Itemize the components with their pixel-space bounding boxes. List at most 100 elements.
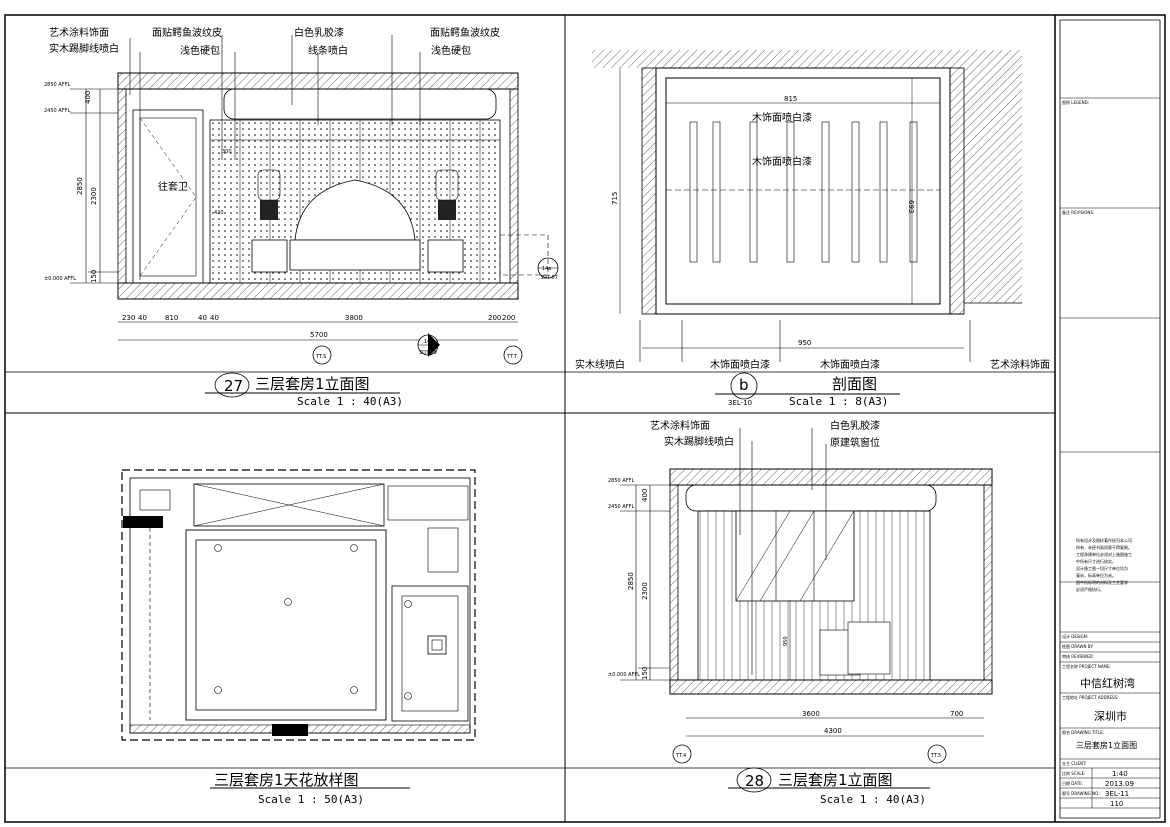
bottom-label-1: 实木线喷白 xyxy=(575,358,625,371)
tb-client-label: 业主 CLIENT: xyxy=(1062,760,1086,766)
callout-soft-panel-1: 浅色硬包 xyxy=(180,44,220,57)
title-bubble-27 xyxy=(214,372,250,398)
level-28-2450: 2450 AFFL xyxy=(608,504,634,510)
dim-28-150: 150 xyxy=(641,667,649,680)
sheet-border xyxy=(4,14,1166,823)
cabinet-frame xyxy=(665,77,941,305)
elevation-27 xyxy=(70,35,559,398)
bottom-label-2: 木饰面喷白漆 xyxy=(710,358,770,371)
tb-design: 设计 DESIGN: xyxy=(1062,633,1088,639)
tb-project-name: 中信红树湾 xyxy=(1080,676,1135,690)
panel-27-scale: Scale 1 : 40(A3) xyxy=(297,395,403,408)
callout-art-coating: 艺术涂料饰面 xyxy=(49,26,109,39)
dim-200a: 200 xyxy=(488,314,501,322)
dim-28-950: 950 xyxy=(783,636,789,646)
axis-marker-28-right xyxy=(927,744,947,764)
tb-drawn: 绘图 DRAWN BY: xyxy=(1062,643,1094,649)
tick-420: 420 xyxy=(214,210,224,216)
tb-address: 深圳市 xyxy=(1094,709,1127,723)
panel-27-number: 27 xyxy=(224,377,243,395)
panel-28-title: 三层套房1立面图 xyxy=(778,771,893,789)
dim-28-3600: 3600 xyxy=(802,710,820,718)
level-2450: 2450 AFFL xyxy=(44,108,70,114)
door-label: 往套卫 xyxy=(158,180,188,193)
dim-2300: 2300 xyxy=(90,187,98,205)
dim-200b: 200 xyxy=(502,314,515,322)
dim-40a: 40 xyxy=(138,314,147,322)
title-bubble-28 xyxy=(736,767,772,793)
axis-28-left-label: TT.4 xyxy=(675,753,686,759)
panel-27-title: 三层套房1立面图 xyxy=(255,375,370,393)
tb-checked: 审核 REVIEWED: xyxy=(1062,653,1094,659)
dim-40c: 40 xyxy=(210,314,219,322)
ceiling-plan xyxy=(121,469,476,789)
panel-b-scale: Scale 1 : 8(A3) xyxy=(789,395,888,408)
inner-label-2: 木饰面喷白漆 xyxy=(752,155,812,168)
marker-14a-sheet: 3DT-07 xyxy=(540,275,558,281)
dim-815: 815 xyxy=(784,95,797,103)
marker-14a-num: 14a xyxy=(542,266,551,272)
dim-150: 150 xyxy=(90,270,98,283)
dim-40b: 40 xyxy=(198,314,207,322)
level-2850: 2850 AFFL xyxy=(44,82,70,88)
callout-28-white-paint: 白色乳胶漆 xyxy=(830,419,880,432)
tb-scale: 1:40 xyxy=(1112,770,1128,778)
panel-28-number: 28 xyxy=(745,772,764,790)
bottom-label-4: 艺术涂料饰面 xyxy=(990,358,1050,371)
tb-note-1: 所有设计及图样著作权归本公司 xyxy=(1076,537,1132,543)
tb-revisions: 备注 REVISIONS: xyxy=(1062,209,1094,215)
tb-drawing-no-label: 图号 DRAWING NO.: xyxy=(1062,790,1101,796)
panel-b-title: 剖面图 xyxy=(832,375,877,393)
axis-label-left: TT.S xyxy=(315,354,326,360)
axis-label-right: TT.T xyxy=(506,354,518,360)
panel-28-scale: Scale 1 : 40(A3) xyxy=(820,793,926,806)
dim-715: 715 xyxy=(611,192,619,205)
dim-693: 693 xyxy=(907,200,915,213)
axis-marker-left xyxy=(312,345,332,365)
marker-14-num: 14 xyxy=(424,339,430,345)
ceiling-title: 三层套房1天花放样图 xyxy=(214,771,359,789)
tb-legend: 图例 LEGEND: xyxy=(1062,99,1089,105)
marker-14-sheet: 3DT-09 xyxy=(419,350,437,356)
tb-date-label: 日期 DATE: xyxy=(1062,780,1083,786)
tb-drawing-title-label: 图名 DRAWING TITLE: xyxy=(1062,729,1104,735)
level-28-000: ±0.000 AFFL xyxy=(608,672,640,678)
lamp-right xyxy=(438,200,456,220)
tb-note-6: 毫米，标高单位为米。 xyxy=(1076,572,1116,578)
dim-400: 400 xyxy=(84,91,92,104)
tb-note-8: 必须严格执行。 xyxy=(1076,586,1104,592)
callout-skirting: 实木踢脚线喷白 xyxy=(49,42,119,55)
tb-scale-label: 比例 SCALE: xyxy=(1062,770,1085,776)
dim-28-2300: 2300 xyxy=(641,582,649,600)
dim-28-700: 700 xyxy=(950,710,963,718)
panel-b-number: b xyxy=(739,376,749,394)
tick-300: 300 xyxy=(222,149,232,155)
tb-drawing-no: 3EL-11 xyxy=(1105,790,1129,798)
title-bubble-b xyxy=(730,372,758,400)
callout-croc-leather-2: 面贴鳄鱼波纹皮 xyxy=(430,26,500,39)
axis-28-right-label: TT.5 xyxy=(930,753,941,759)
dim-950: 950 xyxy=(798,339,811,347)
tb-project-name-label: 工程名称 PROJECT NAME: xyxy=(1062,663,1111,669)
dim-28-2850: 2850 xyxy=(627,572,635,590)
dim-810: 810 xyxy=(165,314,178,322)
title-block xyxy=(1059,19,1161,819)
callout-trim-white: 线条喷白 xyxy=(308,44,348,57)
bed-headboard xyxy=(294,179,416,241)
dim-28-400: 400 xyxy=(641,489,649,502)
dim-230: 230 xyxy=(122,314,135,322)
callout-white-paint: 白色乳胶漆 xyxy=(294,26,344,39)
lamp-left xyxy=(260,200,278,220)
level-28-2850: 2850 AFFL xyxy=(608,478,634,484)
panel-b-sheet: 3EL-10 xyxy=(728,399,752,407)
dim-2850: 2850 xyxy=(76,177,84,195)
callout-28-art-coating: 艺术涂料饰面 xyxy=(650,419,710,432)
ceiling-fixture xyxy=(427,635,447,655)
dim-28-4300: 4300 xyxy=(824,727,842,735)
tb-address-label: 工程地址 PROJECT ADDRESS: xyxy=(1062,694,1118,700)
tb-drawing-title: 三层套房1立面图 xyxy=(1076,740,1137,750)
inner-label-1: 木饰面喷白漆 xyxy=(752,111,812,124)
tb-page: 110 xyxy=(1110,800,1123,808)
callout-croc-leather-1: 面贴鳄鱼波纹皮 xyxy=(152,26,222,39)
